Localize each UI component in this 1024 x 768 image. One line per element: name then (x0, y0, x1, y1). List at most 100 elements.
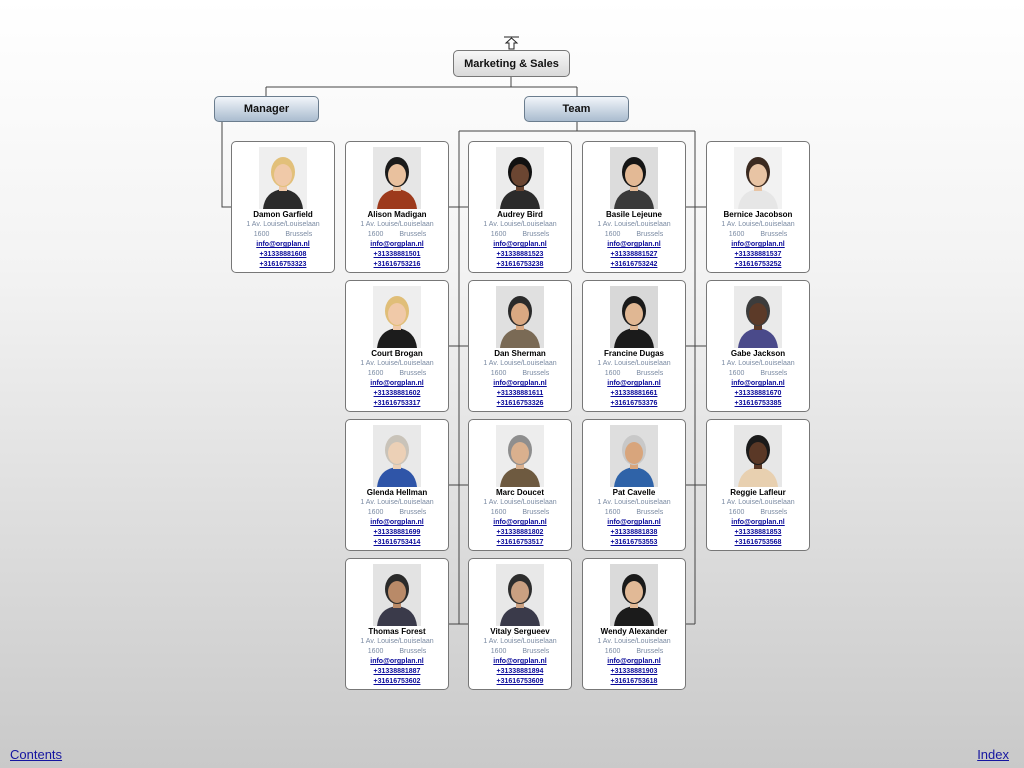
person-email-link[interactable]: info@orgplan.nl (731, 519, 785, 526)
person-city: Brussels (760, 370, 788, 377)
person-phone-link[interactable]: +31338881838 (610, 529, 658, 536)
person-email-link[interactable]: info@orgplan.nl (607, 519, 661, 526)
org-unit-team[interactable]: Team (524, 96, 629, 122)
person-mobile-link[interactable]: +31616753568 (734, 539, 782, 546)
person-mobile-link[interactable]: +31616753602 (373, 678, 421, 685)
person-street: 1 Av. Louise/Louiselaan (483, 638, 557, 645)
person-phone-link[interactable]: +31338881894 (496, 668, 544, 675)
person-mobile-link[interactable]: +31616753242 (610, 261, 658, 268)
person-mobile-link[interactable]: +31616753517 (496, 539, 544, 546)
person-photo (734, 425, 782, 487)
person-phone-link[interactable]: +31338881661 (610, 390, 658, 397)
person-mobile-link[interactable]: +31616753414 (373, 539, 421, 546)
person-mobile-link[interactable]: +31616753609 (496, 678, 544, 685)
person-phone-link[interactable]: +31338881699 (373, 529, 421, 536)
person-phone-link[interactable]: +31338881501 (373, 251, 421, 258)
person-mobile-link[interactable]: +31616753553 (610, 539, 658, 546)
person-name: Wendy Alexander (600, 627, 668, 636)
index-link[interactable]: Index (977, 747, 1009, 762)
person-phone-link[interactable]: +31338881537 (734, 251, 782, 258)
person-photo (373, 286, 421, 348)
person-name: Pat Cavelle (612, 488, 656, 497)
person-name: Gabe Jackson (730, 349, 786, 358)
person-email-link[interactable]: info@orgplan.nl (256, 241, 310, 248)
person-phone-link[interactable]: +31338881853 (734, 529, 782, 536)
person-name: Alison Madigan (367, 210, 427, 219)
person-mobile-link[interactable]: +31616753317 (373, 400, 421, 407)
person-phone-link[interactable]: +31338881670 (734, 390, 782, 397)
person-phone-link[interactable]: +31338881608 (259, 251, 307, 258)
person-mobile-link[interactable]: +31616753385 (734, 400, 782, 407)
person-email-link[interactable]: info@orgplan.nl (607, 241, 661, 248)
person-mobile-link[interactable]: +31616753323 (259, 261, 307, 268)
person-mobile-link[interactable]: +31616753238 (496, 261, 544, 268)
org-unit-manager[interactable]: Manager (214, 96, 319, 122)
person-photo (610, 286, 658, 348)
person-email-link[interactable]: info@orgplan.nl (370, 658, 424, 665)
person-email-link[interactable]: info@orgplan.nl (493, 241, 547, 248)
org-unit-team-label: Team (562, 103, 591, 115)
person-phone-link[interactable]: +31338881527 (610, 251, 658, 258)
person-phone-link[interactable]: +31338881523 (496, 251, 544, 258)
person-email-link[interactable]: info@orgplan.nl (607, 658, 661, 665)
person-street: 1 Av. Louise/Louiselaan (721, 360, 795, 367)
person-city: Brussels (636, 231, 664, 238)
org-unit-manager-label: Manager (243, 103, 290, 115)
person-phone-link[interactable]: +31338881602 (373, 390, 421, 397)
person-phone-link[interactable]: +31338881802 (496, 529, 544, 536)
person-photo (373, 147, 421, 209)
person-mobile-link[interactable]: +31616753326 (496, 400, 544, 407)
person-city: Brussels (760, 509, 788, 516)
person-phone-link[interactable]: +31338881903 (610, 668, 658, 675)
person-city: Brussels (636, 648, 664, 655)
person-email-link[interactable]: info@orgplan.nl (370, 380, 424, 387)
person-postcode: 1600 (367, 509, 384, 516)
person-mobile-link[interactable]: +31616753252 (734, 261, 782, 268)
person-postcode: 1600 (604, 509, 621, 516)
person-mobile-link[interactable]: +31616753216 (373, 261, 421, 268)
person-postcode: 1600 (367, 231, 384, 238)
person-email-link[interactable]: info@orgplan.nl (493, 380, 547, 387)
person-name: Vitaly Sergueev (490, 627, 550, 636)
person-email-link[interactable]: info@orgplan.nl (370, 519, 424, 526)
contents-link[interactable]: Contents (10, 747, 63, 762)
person-mobile-link[interactable]: +31616753618 (610, 678, 658, 685)
person-street: 1 Av. Louise/Louiselaan (597, 499, 671, 506)
person-city: Brussels (399, 370, 427, 377)
org-unit-root[interactable]: Marketing & Sales (453, 50, 570, 77)
person-mobile-link[interactable]: +31616753376 (610, 400, 658, 407)
person-phone-link[interactable]: +31338881611 (496, 390, 544, 397)
person-street: 1 Av. Louise/Louiselaan (246, 221, 320, 228)
person-email-link[interactable]: info@orgplan.nl (731, 380, 785, 387)
person-email-link[interactable]: info@orgplan.nl (370, 241, 424, 248)
person-email-link[interactable]: info@orgplan.nl (607, 380, 661, 387)
person-phone-link[interactable]: +31338881887 (373, 668, 421, 675)
person-email-link[interactable]: info@orgplan.nl (731, 241, 785, 248)
person-photo (259, 147, 307, 209)
person-postcode: 1600 (728, 509, 745, 516)
person-postcode: 1600 (490, 370, 507, 377)
person-email-link[interactable]: info@orgplan.nl (493, 519, 547, 526)
up-arrow-icon[interactable] (503, 36, 520, 50)
person-email-link[interactable]: info@orgplan.nl (493, 658, 547, 665)
